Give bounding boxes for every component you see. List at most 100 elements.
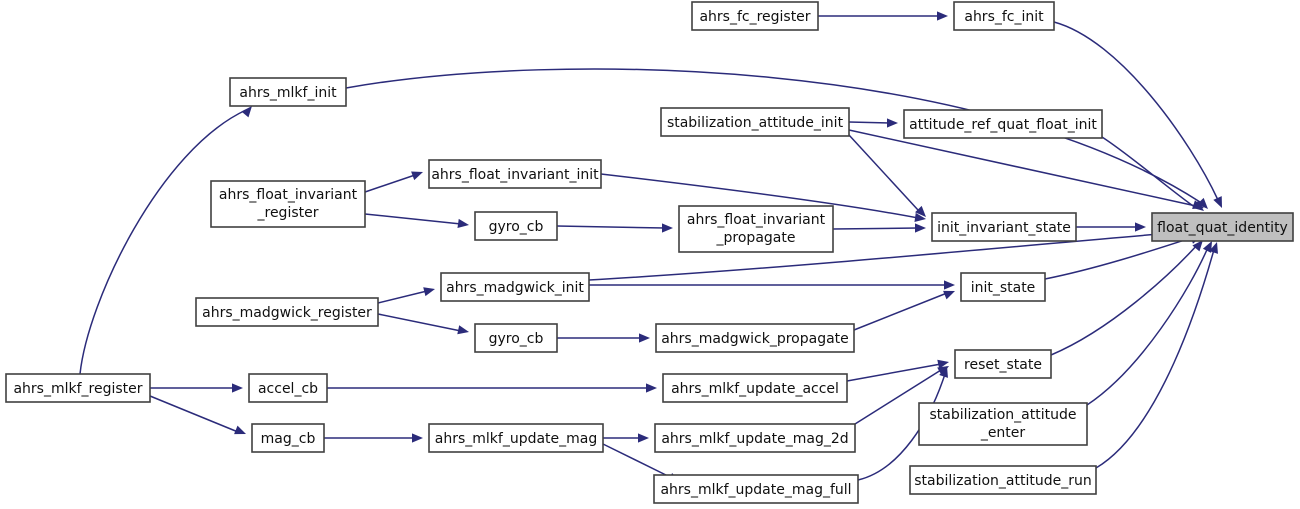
node-label-ahrs_fc_register: ahrs_fc_register — [699, 9, 810, 25]
arrowhead-4 — [887, 118, 898, 128]
node-ahrs_fc_register[interactable]: ahrs_fc_register — [691, 1, 819, 31]
edge-ahrs_mlkf_update_mag_2d-to-reset_state — [854, 369, 942, 425]
node-box-mag_cb[interactable] — [251, 423, 325, 453]
arrowhead-22 — [234, 425, 246, 435]
arrowhead-26 — [1202, 241, 1212, 253]
node-box-gyro_cb_madgwick[interactable] — [474, 323, 558, 353]
arrowhead-23 — [646, 383, 657, 393]
node-ahrs_mlkf_update_mag_2d[interactable]: ahrs_mlkf_update_mag_2d — [654, 423, 856, 453]
edge-ahrs_madgwick_propagate-to-init_state — [853, 292, 948, 331]
edge-ahrs_madgwick_register-to-ahrs_madgwick_init — [377, 290, 428, 304]
node-ahrs_mlkf_update_mag[interactable]: ahrs_mlkf_update_mag — [428, 423, 604, 453]
arrowhead-7 — [1192, 200, 1204, 211]
arrowhead-3 — [1197, 197, 1208, 209]
node-stabilization_attitude_run[interactable]: stabilization_attitude_run — [909, 465, 1097, 495]
node-box-gyro_cb_invariant[interactable] — [474, 211, 558, 241]
node-label-stabilization_attitude_init: stabilization_attitude_init — [667, 115, 844, 131]
node-stabilization_attitude_init[interactable]: stabilization_attitude_init — [660, 107, 850, 137]
node-box-ahrs_madgwick_propagate[interactable] — [655, 323, 855, 353]
node-label-init_invariant_state: init_invariant_state — [937, 220, 1071, 236]
arrowhead-27 — [412, 433, 423, 443]
edge-stabilization_attitude_enter-to-float_quat_identity — [1086, 244, 1210, 406]
node-label-ahrs_madgwick_register: ahrs_madgwick_register — [202, 305, 372, 321]
node-box-init_state[interactable] — [960, 272, 1046, 302]
node-box-attitude_ref_quat_float_init[interactable] — [903, 109, 1103, 139]
arrowhead-10 — [914, 212, 926, 223]
edge-ahrs_madgwick_init-to-float_quat_identity — [588, 230, 1197, 281]
node-label-gyro_cb_invariant: gyro_cb — [489, 219, 544, 235]
node-init_invariant_state[interactable]: init_invariant_state — [931, 212, 1077, 242]
edge-ahrs_float_invariant_register-to-gyro_cb_invariant — [364, 213, 462, 225]
arrowhead-24 — [937, 359, 949, 369]
node-box-float_quat_identity[interactable] — [1151, 212, 1294, 242]
node-box-stabilization_attitude_run[interactable] — [909, 465, 1097, 495]
node-box-stabilization_attitude_init[interactable] — [660, 107, 850, 137]
node-ahrs_mlkf_register[interactable]: ahrs_mlkf_register — [5, 373, 151, 403]
node-box-ahrs_mlkf_update_mag[interactable] — [428, 423, 604, 453]
arrowhead-2 — [241, 106, 252, 118]
edge-reset_state-to-float_quat_identity — [1050, 243, 1199, 356]
node-box-ahrs_float_invariant_register[interactable] — [210, 180, 366, 228]
node-gyro_cb_invariant[interactable]: gyro_cb — [474, 211, 558, 241]
node-label-ahrs_mlkf_update_mag_full: ahrs_mlkf_update_mag_full — [660, 482, 851, 498]
edge-ahrs_madgwick_register-to-gyro_cb_madgwick — [377, 313, 462, 332]
node-box-accel_cb[interactable] — [248, 373, 328, 403]
node-box-ahrs_mlkf_init[interactable] — [229, 77, 347, 107]
node-box-ahrs_mlkf_register[interactable] — [5, 373, 151, 403]
arrowhead-32 — [1209, 242, 1218, 254]
node-ahrs_madgwick_init[interactable]: ahrs_madgwick_init — [440, 272, 590, 302]
node-layer: ahrs_fc_register ahrs_fc_init ahrs_mlkf_in… — [5, 1, 1294, 504]
arrowhead-13 — [1135, 222, 1146, 232]
node-ahrs_mlkf_update_accel[interactable]: ahrs_mlkf_update_accel — [662, 373, 848, 403]
arrowhead-layer — [232, 11, 1222, 482]
node-ahrs_madgwick_register[interactable]: ahrs_madgwick_register — [195, 297, 379, 327]
node-ahrs_mlkf_init[interactable]: ahrs_mlkf_init — [229, 77, 347, 107]
arrowhead-9 — [457, 218, 469, 229]
arrowhead-0 — [937, 11, 948, 21]
node-label-ahrs_float_invariant_register: ahrs_float_invariant_register — [219, 187, 358, 221]
node-ahrs_fc_init[interactable]: ahrs_fc_init — [953, 1, 1055, 31]
node-box-reset_state[interactable] — [954, 349, 1052, 379]
edge-stabilization_attitude_init-to-float_quat_identity — [848, 129, 1197, 207]
node-attitude_ref_quat_float_init[interactable]: attitude_ref_quat_float_init — [903, 109, 1103, 139]
node-box-ahrs_madgwick_init[interactable] — [440, 272, 590, 302]
node-label-accel_cb: accel_cb — [258, 381, 318, 397]
arrowhead-31 — [939, 366, 948, 378]
node-box-ahrs_mlkf_update_accel[interactable] — [662, 373, 848, 403]
arrowhead-11 — [662, 223, 673, 233]
node-label-ahrs_madgwick_init: ahrs_madgwick_init — [446, 280, 584, 296]
node-mag_cb[interactable]: mag_cb — [251, 423, 325, 453]
node-accel_cb[interactable]: accel_cb — [248, 373, 328, 403]
arrowhead-15 — [457, 325, 469, 335]
arrowhead-8 — [411, 171, 423, 181]
node-stabilization_attitude_enter[interactable]: stabilization_attitude_enter — [918, 402, 1088, 446]
node-box-ahrs_fc_init[interactable] — [953, 1, 1055, 31]
node-label-mag_cb: mag_cb — [261, 431, 316, 447]
node-gyro_cb_madgwick[interactable]: gyro_cb — [474, 323, 558, 353]
edge-stabilization_attitude_init-to-attitude_ref_quat_float_init — [848, 121, 891, 124]
edge-init_state-to-float_quat_identity — [1044, 236, 1195, 280]
node-box-ahrs_mlkf_update_mag_full[interactable] — [653, 474, 859, 504]
node-init_state[interactable]: init_state — [960, 272, 1046, 302]
arrowhead-12 — [915, 223, 926, 233]
node-box-ahrs_fc_register[interactable] — [691, 1, 819, 31]
node-box-stabilization_attitude_enter[interactable] — [918, 402, 1088, 446]
node-box-ahrs_float_invariant_init[interactable] — [428, 159, 602, 189]
node-ahrs_madgwick_propagate[interactable]: ahrs_madgwick_propagate — [655, 323, 855, 353]
node-label-attitude_ref_quat_float_init: attitude_ref_quat_float_init — [909, 117, 1097, 133]
node-ahrs_float_invariant_propagate[interactable]: ahrs_float_invariant_propagate — [678, 205, 834, 253]
arrowhead-18 — [639, 333, 650, 343]
edge-attitude_ref_quat_float_init-to-float_quat_identity — [1101, 136, 1197, 209]
node-box-ahrs_float_invariant_propagate[interactable] — [678, 205, 834, 253]
node-ahrs_float_invariant_register[interactable]: ahrs_float_invariant_register — [210, 180, 366, 228]
node-float_quat_identity[interactable]: float_quat_identity — [1151, 212, 1294, 242]
node-reset_state[interactable]: reset_state — [954, 349, 1052, 379]
node-box-init_invariant_state[interactable] — [931, 212, 1077, 242]
edge-ahrs_fc_init-to-float_quat_identity — [1053, 21, 1219, 201]
node-label-float_quat_identity: float_quat_identity — [1157, 220, 1288, 236]
node-box-ahrs_mlkf_update_mag_2d[interactable] — [654, 423, 856, 453]
node-ahrs_mlkf_update_mag_full[interactable]: ahrs_mlkf_update_mag_full — [653, 474, 859, 504]
node-box-ahrs_madgwick_register[interactable] — [195, 297, 379, 327]
node-label-ahrs_float_invariant_init: ahrs_float_invariant_init — [431, 167, 599, 183]
node-ahrs_float_invariant_init[interactable]: ahrs_float_invariant_init — [428, 159, 602, 189]
